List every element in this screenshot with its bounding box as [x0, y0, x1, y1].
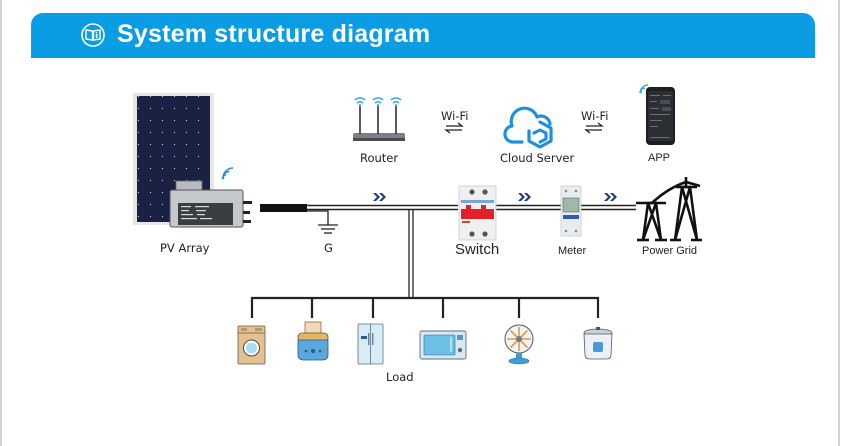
smartphone-app-icon	[639, 84, 675, 145]
load-label: Load	[386, 370, 414, 384]
toaster-icon	[297, 321, 329, 361]
page-title: System structure diagram	[117, 20, 431, 48]
ground-symbol-icon	[307, 210, 338, 234]
dc-cable	[260, 204, 307, 212]
main-bus-line	[307, 204, 636, 211]
app-label: APP	[648, 152, 671, 164]
page-border-left	[0, 0, 2, 446]
transmission-tower-icon	[636, 177, 702, 242]
power-grid-label: Power Grid	[642, 245, 698, 257]
microwave-icon	[419, 330, 467, 360]
book-info-icon	[81, 23, 105, 47]
wifi-label-cloud-app: Wi-Fi	[581, 109, 609, 123]
energy-meter-icon	[560, 185, 582, 237]
cloud-server-icon	[503, 106, 553, 149]
double-chevron-right-icon	[373, 193, 386, 201]
circuit-breaker-icon	[458, 185, 497, 241]
switch-label: Switch	[455, 241, 500, 258]
page-border-right	[838, 0, 840, 446]
wifi-label-router-cloud: Wi-Fi	[441, 109, 469, 123]
double-chevron-right-icon	[604, 193, 617, 201]
washing-machine-icon	[237, 325, 266, 365]
load-distribution-bar	[250, 296, 600, 318]
wifi-router-icon	[353, 97, 405, 141]
cloud-server-label: Cloud Server	[500, 151, 575, 165]
bidirectional-arrows-icon	[444, 122, 464, 134]
load-feeder-line	[408, 210, 414, 298]
meter-label: Meter	[558, 245, 587, 257]
rice-cooker-icon	[583, 327, 613, 360]
solar-panel-with-microinverter-icon	[133, 93, 252, 228]
section-header: System structure diagram	[31, 13, 815, 58]
bidirectional-arrows-icon	[584, 122, 604, 134]
ground-label: G	[324, 241, 333, 255]
pv-array-label: PV Array	[160, 241, 210, 255]
double-chevron-right-icon	[518, 193, 531, 201]
router-label: Router	[360, 151, 399, 165]
electric-fan-icon	[504, 324, 534, 365]
refrigerator-icon	[357, 323, 384, 365]
